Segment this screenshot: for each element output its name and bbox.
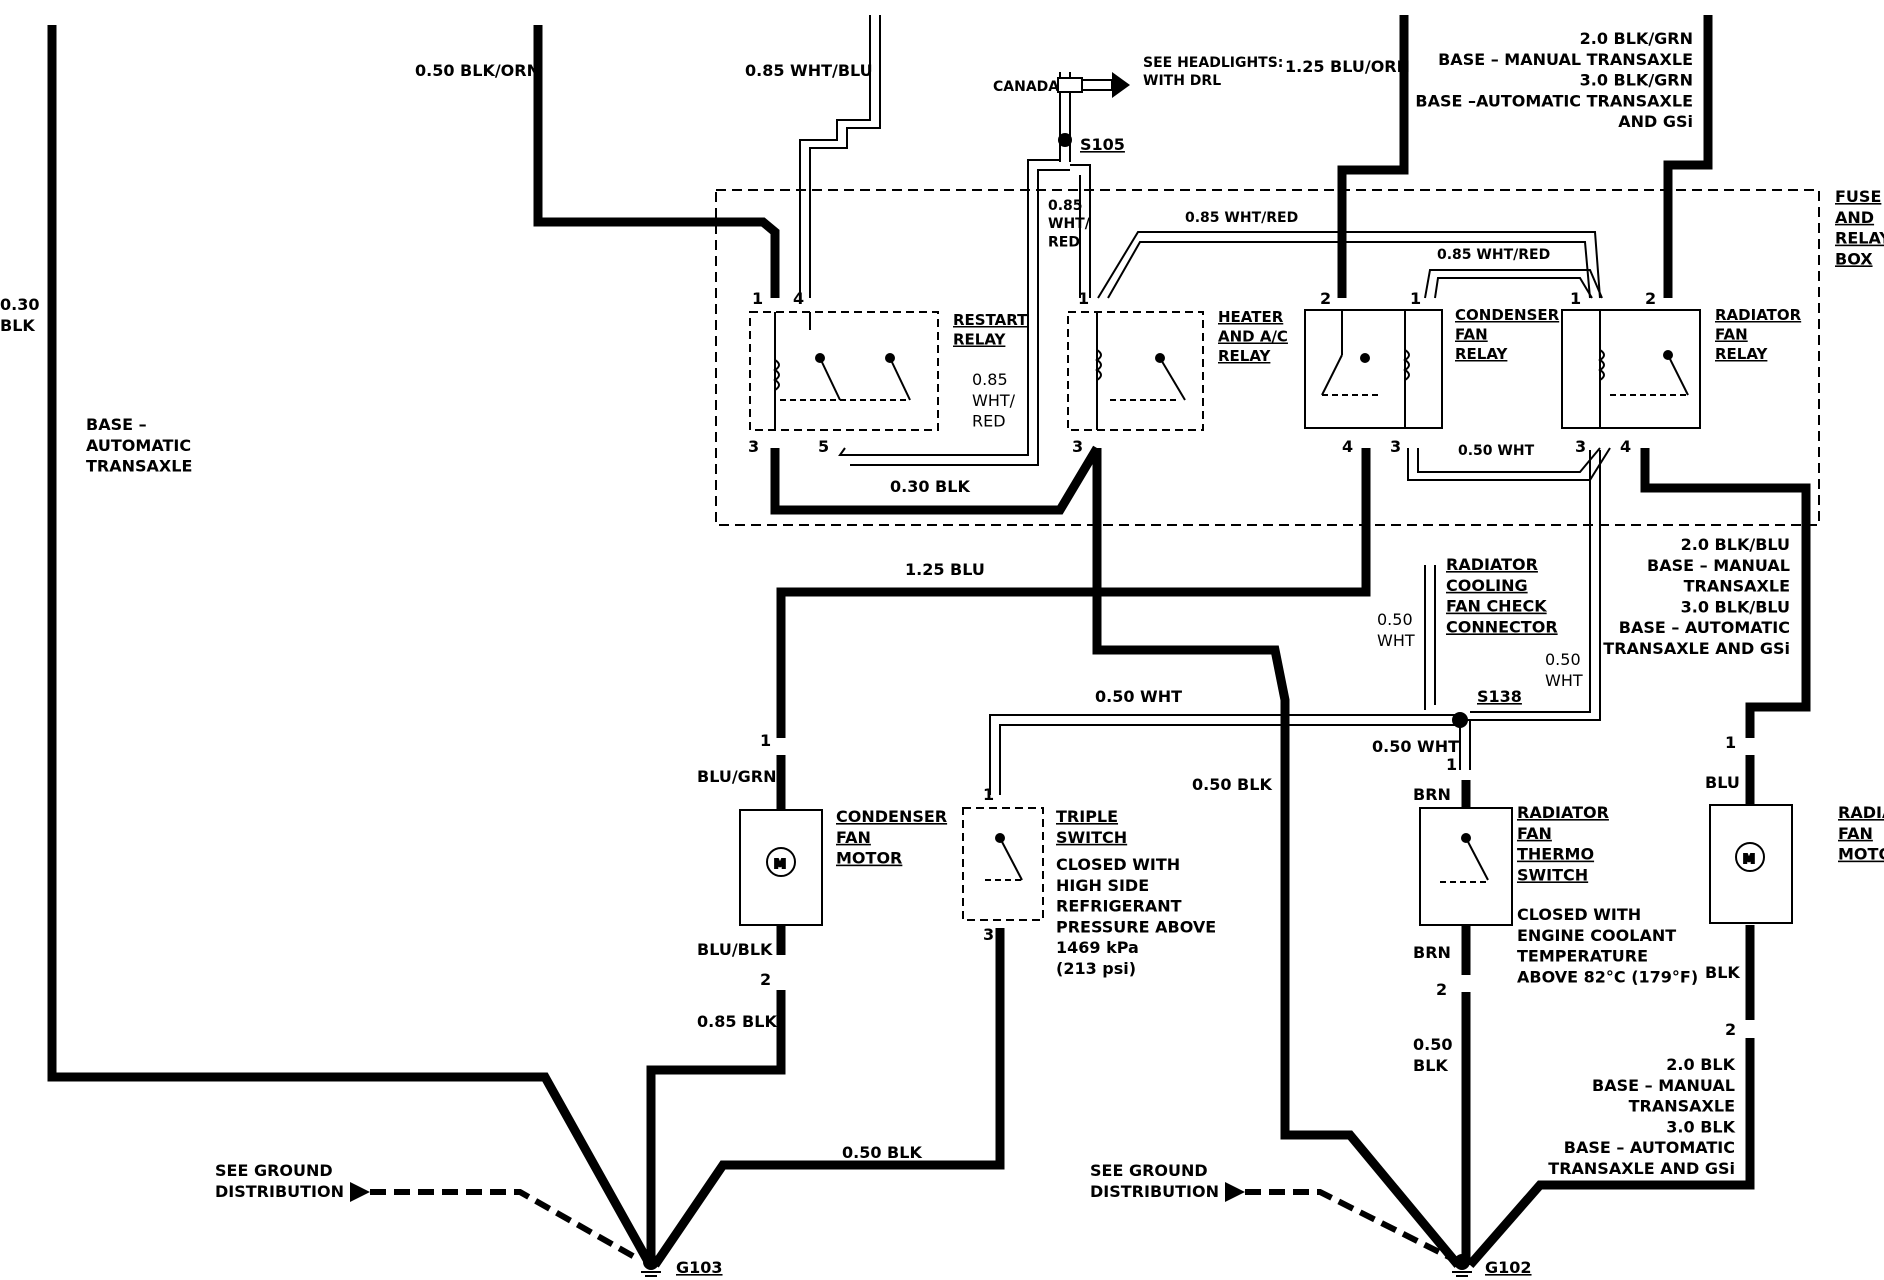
label-fuse-relay-box: FUSEANDRELAYBOX [1835,187,1884,268]
wire-label-blk-right: BLK [1705,963,1740,982]
pin-label: 1 [760,731,771,750]
arrow-head-1 [350,1182,370,1202]
heater-ac-relay-symbol [1067,311,1204,431]
pin-label: 1 [752,289,763,308]
wire-label-050-wht-thermo: 0.50 WHT [1372,737,1459,756]
splice-s105 [1058,133,1072,147]
ground-g102-symbol [1452,1254,1472,1277]
ground-label-g102: G102 [1485,1258,1532,1277]
wire-label-125-blu: 1.25 BLU [905,560,985,579]
wire-label-050-wht-triple: 0.50 WHT [1095,687,1182,706]
splice-s138 [1452,712,1468,728]
radiator-fan-motor-symbol: M [1709,804,1793,924]
pin-label: 5 [818,437,829,456]
label-see-headlights: SEE HEADLIGHTS:WITH DRL [1143,55,1283,89]
pin-label: 3 [983,925,994,944]
label-canada: CANADA [993,79,1059,95]
pin-label: 1 [983,785,994,804]
pin-label: 2 [760,970,771,989]
canada-arrow [1057,72,1130,98]
wire-label-brn-bottom: BRN [1413,943,1451,962]
condenser-fan-motor-symbol: M [739,809,823,926]
pin-label: 1 [1410,289,1421,308]
wire-label-blu-right: BLU [1705,773,1740,792]
pin-label: 2 [1436,980,1447,999]
pin-label: 1 [1446,755,1457,774]
wire-label-050-wht-cond: 0.50 WHT [1458,443,1535,459]
radiator-fan-relay-symbol [1561,309,1701,429]
restart-relay-symbol [749,311,939,431]
ground-g103-symbol [641,1254,661,1277]
pin-label: 2 [1320,289,1331,308]
wire-label-085-wht-red-top: 0.85 WHT/RED [1185,210,1298,226]
wire-label-085-wht-red-mid: 0.85 WHT/RED [1437,247,1550,263]
wire-label-050-blk-bottom: 0.50 BLK [842,1143,922,1162]
wire-label-blu-blk: BLU/BLK [697,940,773,959]
label-radiator-fan-motor: RADIATORFANMOTOR [1838,803,1884,864]
pin-label: 3 [1575,437,1586,456]
pin-label: 3 [1390,437,1401,456]
pin-label: 4 [1620,437,1631,456]
pin-label: 2 [1645,289,1656,308]
splice-label-s105: S105 [1080,135,1125,154]
pin-label: 4 [1342,437,1353,456]
thick-wires [47,15,1811,1268]
ground-label-g103: G103 [676,1258,723,1277]
striped-wires [799,15,1611,795]
thermo-switch-symbol [1419,807,1513,926]
wire-label-brn-top: BRN [1413,785,1451,804]
pin-label: 3 [1072,437,1083,456]
arrow-head-2 [1225,1182,1245,1202]
wire-label-085-blk: 0.85 BLK [697,1012,777,1031]
ground-distribution-arrows [370,1189,1457,1263]
wire-label-085-wht-blu: 0.85 WHT/BLU [745,61,873,80]
svg-text:M: M [774,857,786,871]
fuse-relay-box-outline [715,189,1820,526]
pin-label: 1 [1078,289,1089,308]
wire-label-050-blk-orn: 0.50 BLK/ORN [415,61,540,80]
pin-label: 4 [793,289,804,308]
triple-switch-symbol [962,807,1044,921]
pin-label: 2 [1725,1020,1736,1039]
pin-label: 3 [748,437,759,456]
condenser-fan-relay-symbol [1304,309,1443,429]
splice-label-s138: S138 [1477,687,1522,706]
wire-label-blu-grn: BLU/GRN [697,767,777,786]
pin-label: 1 [1570,289,1581,308]
wire-label-125-blu-orn: 1.25 BLU/ORN [1285,57,1410,76]
wire-label-050-blk-mid: 0.50 BLK [1192,775,1272,794]
pin-label: 1 [1725,733,1736,752]
wire-label-030-blk-mid: 0.30 BLK [890,477,970,496]
svg-text:M: M [1743,852,1755,866]
